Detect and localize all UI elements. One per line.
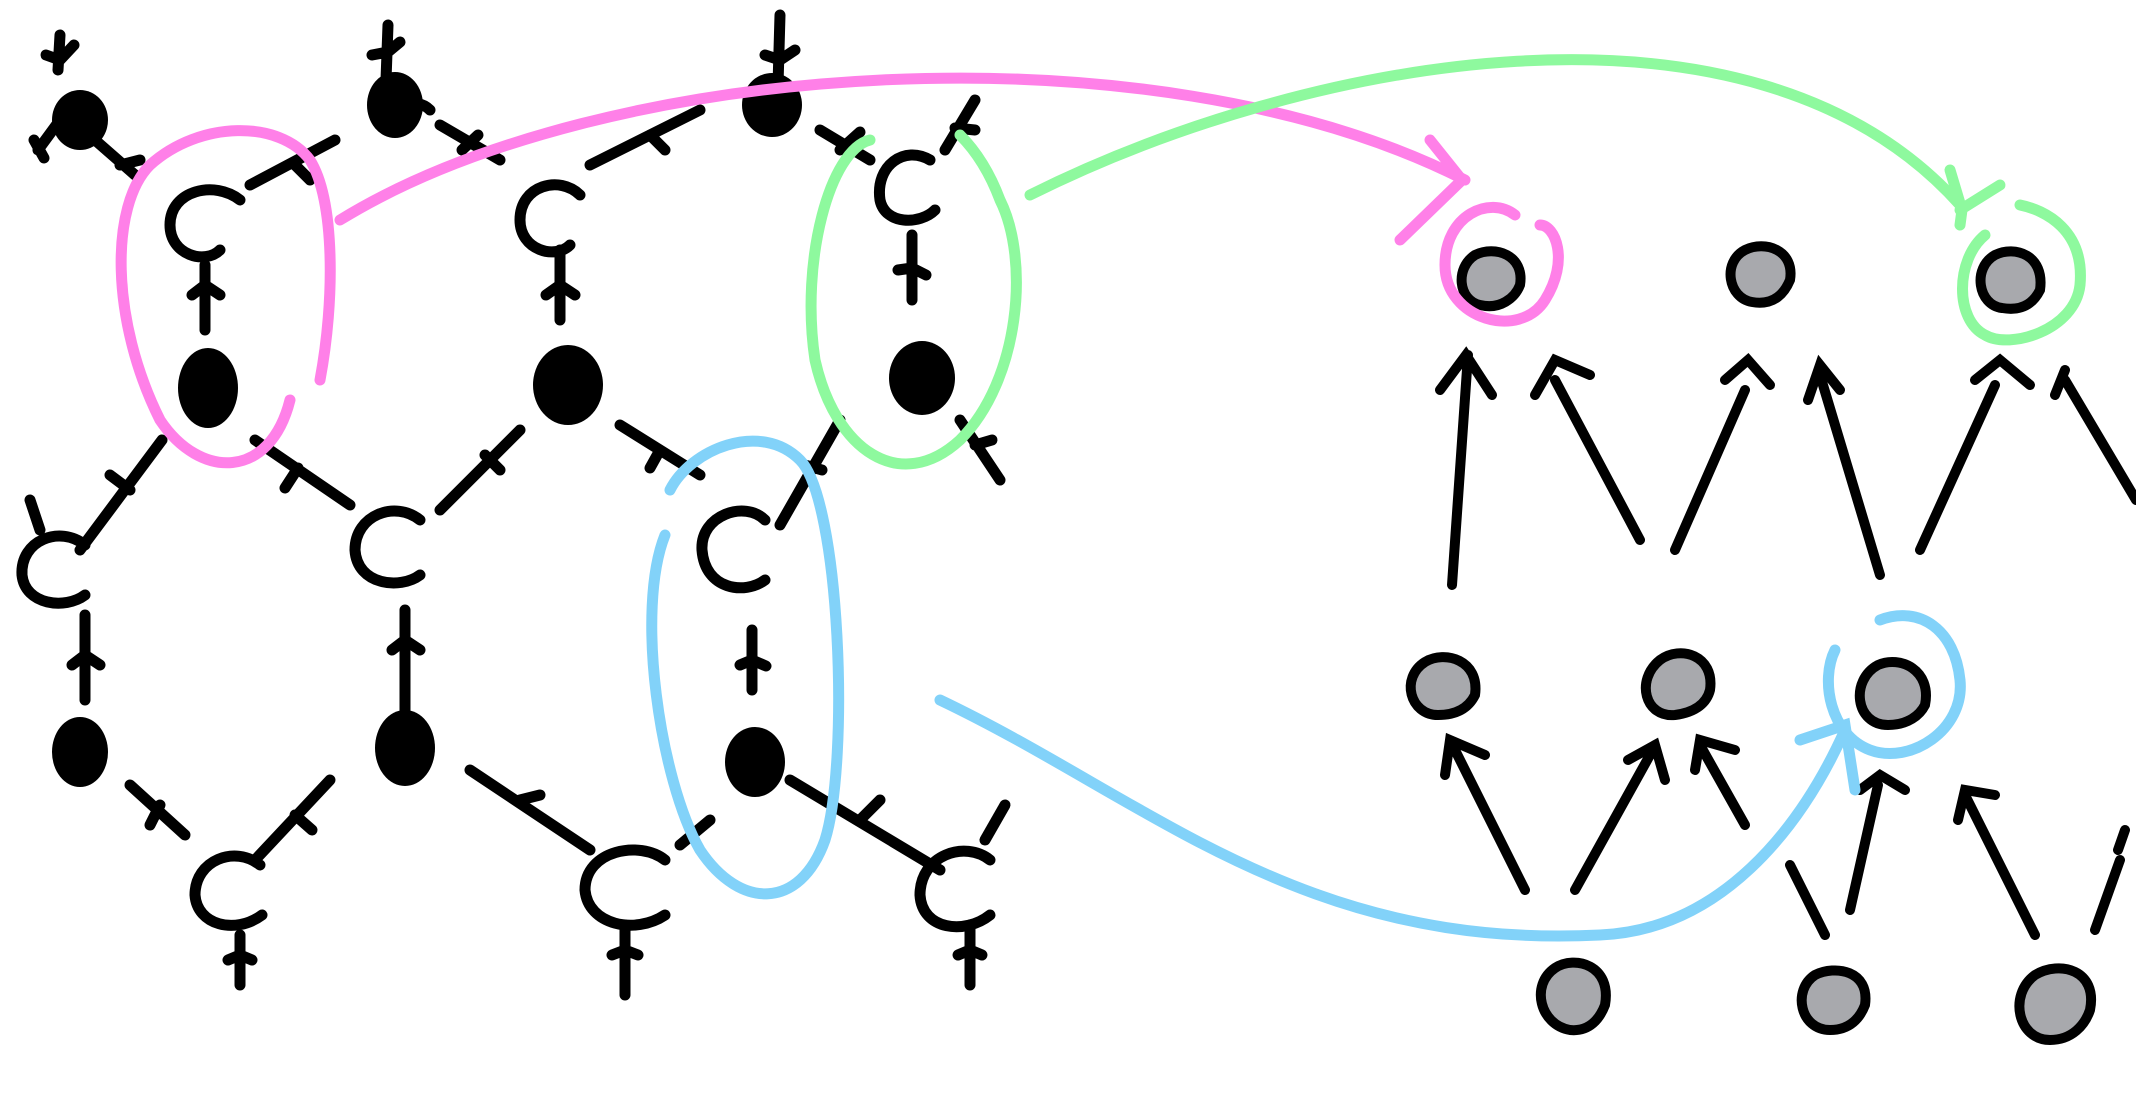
bond (952, 919, 988, 991)
tree-node-icon (1405, 652, 1481, 721)
c-site-icon (873, 149, 941, 226)
bond (66, 609, 106, 706)
highlight-arrow-green (1024, 54, 1966, 211)
bond (222, 929, 258, 991)
tree-arrow (1785, 860, 1830, 940)
c-site-icon (514, 179, 586, 258)
c-site-icon (16, 530, 91, 609)
highlight-target-green (1957, 199, 2086, 346)
tree-arrow (1435, 346, 1497, 590)
bond (24, 494, 46, 536)
tree-node-icon (1975, 246, 2046, 314)
c-site-icon (349, 505, 426, 589)
highlight-loop-pink (115, 125, 336, 469)
filled-site-icon (367, 72, 423, 138)
filled-site-icon (52, 717, 108, 787)
highlight-target-blue (1823, 610, 1966, 759)
filled-site-icon (533, 345, 603, 425)
tree-arrow (2090, 825, 2130, 935)
bond (464, 764, 596, 856)
tree-arrows (1435, 346, 2136, 940)
bond (249, 774, 336, 866)
c-site-icon (164, 184, 246, 263)
tree-arrow (2050, 365, 2136, 505)
tree-arrow (1845, 768, 1910, 915)
bond (734, 624, 772, 696)
lattice-c-sites (16, 98, 996, 933)
filled-site-icon (52, 90, 108, 150)
bond (606, 919, 644, 1001)
highlight-arrow-blue (934, 694, 1851, 942)
bond (939, 94, 981, 156)
bond (759, 9, 801, 91)
filled-site-icon (178, 348, 238, 428)
bond (244, 134, 341, 191)
tree-node-icon (1854, 656, 1931, 731)
tree-arrow (1530, 353, 1645, 545)
bond (40, 29, 80, 76)
tree-arrow (1953, 784, 2040, 940)
bond (249, 434, 356, 511)
c-site-icon (579, 844, 671, 931)
c-site-icon (696, 505, 771, 594)
bond (540, 244, 581, 326)
highlight-arrowhead-pink (1394, 134, 1470, 246)
filled-site-icon (375, 710, 435, 786)
bond (434, 424, 526, 516)
tree-arrow (1670, 352, 1775, 555)
bond (386, 604, 426, 726)
filled-site-icon (889, 341, 955, 415)
tree-node-icon (1796, 965, 1871, 1036)
bond (124, 779, 191, 841)
bond (366, 19, 406, 86)
tree-arrow (1915, 353, 2035, 555)
tree-arrow (1803, 354, 1885, 580)
tree-arrow (1440, 732, 1530, 895)
c-site-icon (914, 845, 996, 933)
highlights (115, 54, 2086, 942)
bond (979, 799, 1011, 846)
bond (186, 259, 226, 336)
tree-node-icon (1640, 648, 1716, 721)
tree-nodes (1405, 241, 2097, 1046)
lattice-filled-sites (52, 72, 955, 797)
tree-node-icon (1456, 246, 1526, 312)
highlight-loop-green (805, 129, 1022, 470)
highlight-arrow-pink (334, 72, 1471, 226)
bond (784, 774, 946, 876)
bond (89, 134, 146, 181)
tree-node-icon (1535, 957, 1611, 1036)
tree-arrow (1570, 737, 1670, 895)
tree-arrow (1690, 733, 1750, 830)
highlight-arrowhead-green (1944, 164, 2006, 231)
highlight-loop-blue (646, 435, 845, 900)
highlight-target-pink (1439, 201, 1564, 327)
tree-node-icon (2014, 963, 2097, 1046)
c-site-icon (189, 850, 268, 931)
bond (814, 124, 876, 166)
bond (892, 229, 932, 306)
lattice-bonds (24, 9, 1011, 1001)
filled-site-icon (725, 727, 785, 797)
bond (74, 434, 168, 556)
bond (584, 104, 706, 171)
tree-node-icon (1725, 241, 1796, 308)
